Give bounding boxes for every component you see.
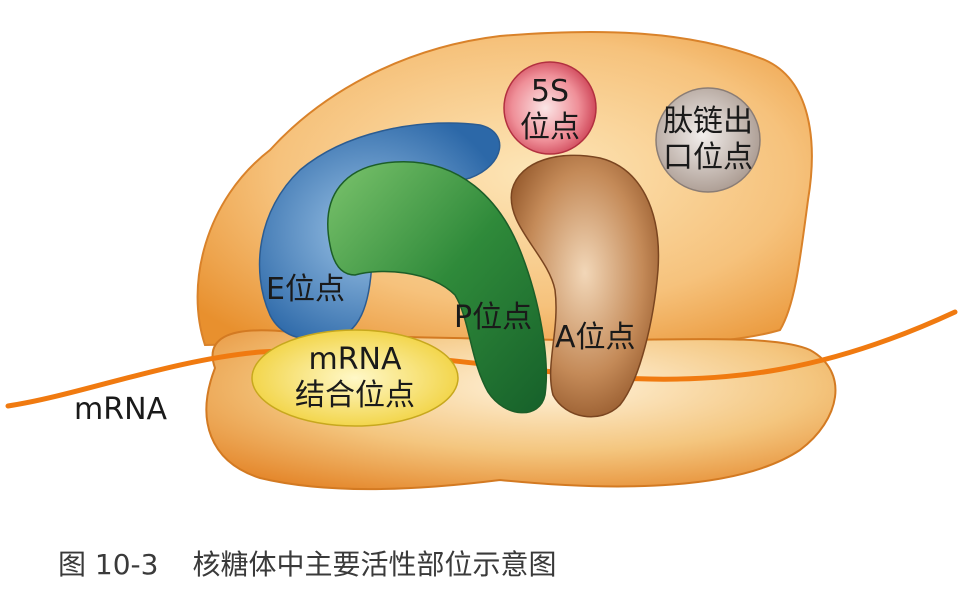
mrna-strand: [5, 309, 958, 409]
label-e-site: E位点: [266, 272, 345, 307]
label-p-site: P位点: [454, 300, 533, 335]
mrna-binding-site: [251, 329, 459, 427]
label-5s-line2: 位点: [520, 110, 580, 145]
label-mrna-binding-line1: mRNA: [308, 342, 402, 377]
label-mrna-binding-site: mRNA 结合位点: [280, 342, 430, 414]
label-exit-line1: 肽链出: [663, 104, 753, 139]
peptide-exit-site: [655, 87, 761, 193]
label-5s-line1: 5S: [530, 74, 570, 109]
figure-caption: 图 10-3 核糖体中主要活性部位示意图: [58, 543, 556, 583]
site-5s: [503, 61, 597, 155]
label-a-site: A位点: [555, 320, 636, 355]
a-site: [510, 154, 660, 418]
label-mrna: mRNA: [74, 392, 168, 427]
p-site: [327, 161, 548, 414]
label-exit-site: 肽链出 口位点: [655, 104, 761, 176]
ribosome-diagram: [5, 30, 958, 491]
label-mrna-binding-line2: 结合位点: [295, 378, 415, 413]
label-5s: 5S 位点: [510, 74, 590, 146]
label-exit-line2: 口位点: [663, 140, 753, 175]
figure-number: 图 10-3: [58, 548, 159, 581]
figure-title: 核糖体中主要活性部位示意图: [192, 548, 557, 581]
